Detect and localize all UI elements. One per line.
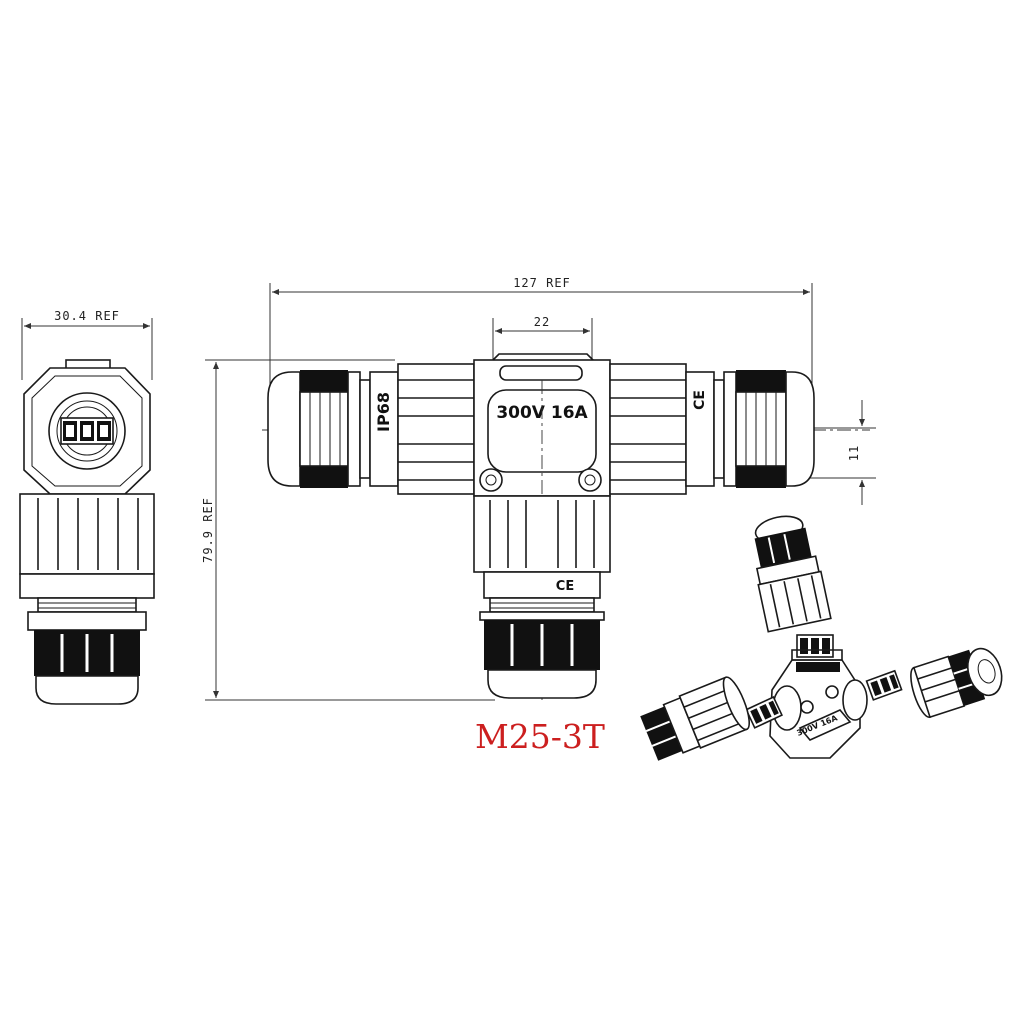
left-seal-dome (267, 371, 301, 487)
side-width-dimension: 30.4 REF (54, 309, 120, 323)
ce-marking-bottom: CE (556, 579, 574, 594)
left-terminal-icon (745, 695, 783, 729)
top-gland-assembly (754, 515, 832, 633)
left-cap-nut (299, 391, 349, 467)
front-view: 127 REF 22 79.9 REF 11 IP68 (201, 276, 876, 701)
gland-ring (48, 392, 126, 470)
thread (37, 597, 137, 613)
t-housing: 300V 16A (769, 649, 868, 759)
gap-dimension: 11 (847, 445, 861, 461)
right-ribbed-sleeve (609, 363, 687, 495)
right-cap-nut (735, 391, 787, 467)
bottom-seal-dome (487, 669, 597, 699)
left-gland-assembly (640, 676, 751, 761)
bottom-ribbed-sleeve (473, 495, 611, 573)
overall-length-dimension: 127 REF (513, 276, 571, 290)
ce-marking: CE (692, 390, 708, 410)
top-terminal-icon (796, 634, 834, 658)
body-sleeve (19, 493, 155, 575)
model-label: M25-3T (475, 717, 605, 756)
right-terminal-icon (865, 669, 903, 701)
screw-right (578, 468, 602, 492)
screw-left (479, 468, 503, 492)
right-seal-dome (785, 371, 815, 487)
seal-dome (35, 675, 139, 705)
cap-flange (27, 611, 147, 631)
right-gland-assembly (910, 647, 1003, 719)
center-width-dimension: 22 (534, 315, 550, 329)
left-ribbed-sleeve (397, 363, 475, 495)
ip68-marking: IP68 (374, 392, 393, 432)
side-view: 30.4 REF (19, 309, 155, 705)
exploded-view: 300V 16A (640, 515, 1003, 761)
height-dimension: 79.9 REF (201, 497, 215, 563)
